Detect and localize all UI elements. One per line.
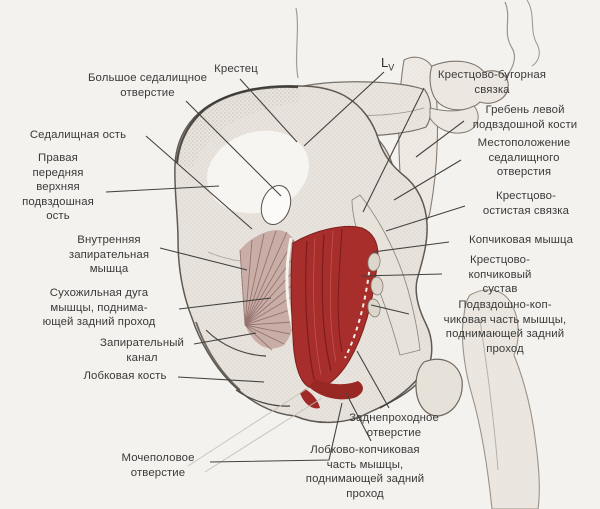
label-iliococcygeus-part: Подвздошно-коп- чиковая часть мышцы, под… <box>443 299 567 355</box>
greater-sciatic-foramen <box>260 184 292 226</box>
label-sacrum: Крестец <box>214 63 258 75</box>
coccyx-bone <box>367 252 384 318</box>
label-sacrococcygeal-joint: Крестцово- копчиковый сустав <box>468 254 532 296</box>
label-sciatic-foramen-location: Местоположение седалищного отверстия <box>477 137 571 179</box>
label-right-asis: Правая передняя верхняя подвздошная ость <box>22 152 94 223</box>
label-obturator-internus: Внутренняя запирательная мышца <box>68 234 150 276</box>
obturator-internus-muscle <box>239 230 299 351</box>
label-sacrotuberous-ligament: Крестцово-бугорная связка <box>437 69 547 96</box>
label-greater-sciatic-foramen: Большое седалищное отверстие <box>87 72 207 99</box>
label-tendinous-arch: Сухожильная дуга мышцы, поднима- ющей за… <box>42 287 156 329</box>
label-obturator-canal: Запирательный канал <box>100 337 184 364</box>
label-coccygeus-muscle: Копчиковая мышца <box>468 234 574 246</box>
label-l5-vertebra: LV <box>381 55 395 73</box>
label-pubococcygeus-part: Лобково-копчиковая часть мышцы, поднимаю… <box>305 444 425 500</box>
femur-bone <box>461 289 540 509</box>
ischial-tuberosity <box>415 358 463 417</box>
sketch-contour-lines <box>187 387 323 473</box>
label-anal-opening: Заднепроходное отверстие <box>349 412 439 439</box>
label-pubic-bone: Лобковая кость <box>83 370 167 382</box>
label-left-iliac-crest: Гребень левой подвздошной кости <box>472 104 578 131</box>
label-ischial-spine: Седалищная ость <box>29 129 127 141</box>
leader-lines <box>105 71 466 463</box>
levator-ani-muscle <box>290 225 379 409</box>
label-urogenital-opening: Мочеполовое отверстие <box>121 452 195 479</box>
label-sacrospinous-ligament: Крестцово- остистая связка <box>482 190 570 217</box>
